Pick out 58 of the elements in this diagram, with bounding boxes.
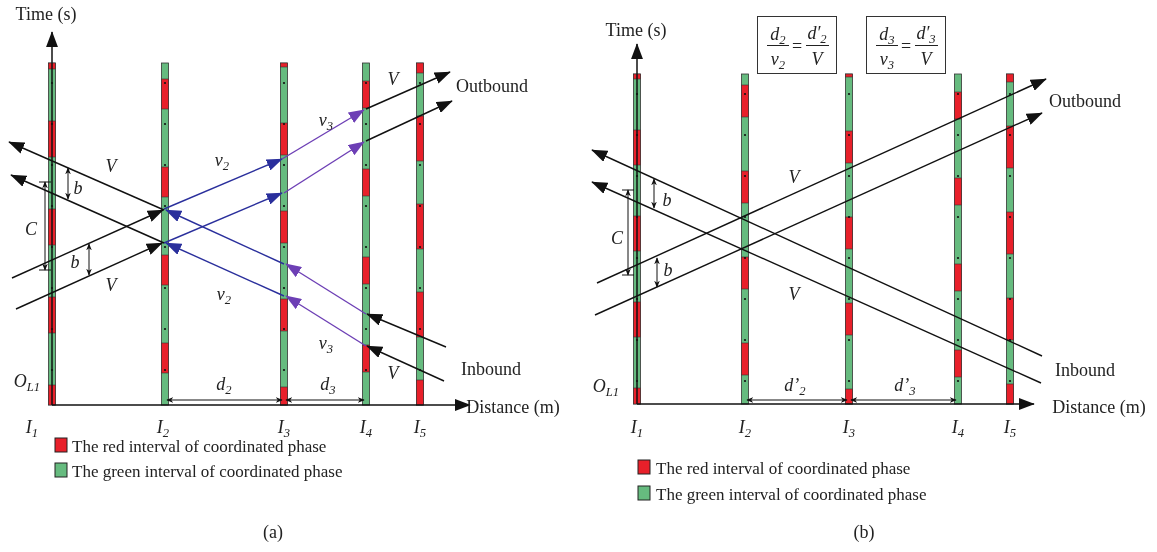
intersection-label: I$_{4}$ — [951, 418, 965, 436]
panel-caption: (a) — [263, 523, 283, 541]
fraction-numerator: d$_{2}$ — [770, 25, 786, 43]
intersection-label: I$_{5}$ — [413, 418, 427, 436]
intersection-label: I$_{4}$ — [359, 418, 373, 436]
origin-label: O$_{L1}$ — [592, 377, 620, 395]
distance-label: d’$_{3}$ — [894, 376, 916, 394]
fraction-denominator: V — [920, 50, 932, 68]
intersection-label: I$_{3}$ — [842, 418, 856, 436]
legend-text: The red interval of coordinated phase — [72, 437, 327, 455]
speed-label: v$_{3}$ — [318, 111, 334, 129]
intersection-label: I$_{3}$ — [277, 418, 291, 436]
fraction-denominator: V — [811, 50, 823, 68]
intersection-label: I$_{1}$ — [25, 418, 39, 436]
distance-label: d$_{2}$ — [216, 375, 232, 393]
panel-caption: (b) — [853, 523, 875, 541]
formula-box — [866, 16, 946, 74]
legend-text: The green interval of coordinated phase — [72, 462, 343, 480]
origin-label: O$_{L1}$ — [13, 372, 41, 390]
axis-title: Time (s) — [605, 21, 667, 39]
speed-label: V — [788, 285, 800, 303]
direction-label: Inbound — [1055, 361, 1115, 379]
legend-text: The green interval of coordinated phase — [656, 485, 927, 503]
direction-label: Outbound — [1049, 92, 1121, 110]
intersection-label: I$_{5}$ — [1003, 418, 1017, 436]
speed-label: V — [105, 276, 117, 294]
fraction-denominator: v$_{2}$ — [770, 50, 786, 68]
bandwidth-label: b — [73, 179, 83, 197]
distance-label: d’$_{2}$ — [784, 376, 806, 394]
legend-text: The red interval of coordinated phase — [656, 459, 911, 477]
speed-label: V — [387, 364, 399, 382]
bandwidth-label: b — [662, 191, 672, 209]
speed-label: V — [105, 157, 117, 175]
axis-title: Distance (m) — [466, 398, 560, 416]
direction-label: Inbound — [461, 360, 521, 378]
formula-box — [757, 16, 837, 74]
speed-label: V — [387, 70, 399, 88]
fraction-numerator: d′$_{2}$ — [807, 24, 827, 42]
fraction-numerator: d$_{3}$ — [879, 25, 895, 43]
distance-label: d$_{3}$ — [320, 375, 336, 393]
axis-title: Time (s) — [15, 5, 77, 23]
fraction-numerator: d′$_{3}$ — [916, 24, 936, 42]
bandwidth-label: b — [663, 261, 673, 279]
bandwidth-label: b — [70, 253, 80, 271]
speed-label: v$_{2}$ — [216, 285, 232, 303]
speed-label: v$_{2}$ — [214, 151, 230, 169]
intersection-label: I$_{1}$ — [630, 418, 644, 436]
axis-title: Distance (m) — [1052, 398, 1146, 416]
cycle-label: C — [611, 229, 623, 247]
equals-sign: = — [900, 37, 912, 55]
cycle-label: C — [25, 220, 37, 238]
fraction-denominator: v$_{3}$ — [879, 50, 895, 68]
direction-label: Outbound — [456, 77, 528, 95]
speed-label: v$_{3}$ — [318, 334, 334, 352]
intersection-label: I$_{2}$ — [738, 418, 752, 436]
equals-sign: = — [791, 37, 803, 55]
intersection-label: I$_{2}$ — [156, 418, 170, 436]
speed-label: V — [788, 168, 800, 186]
